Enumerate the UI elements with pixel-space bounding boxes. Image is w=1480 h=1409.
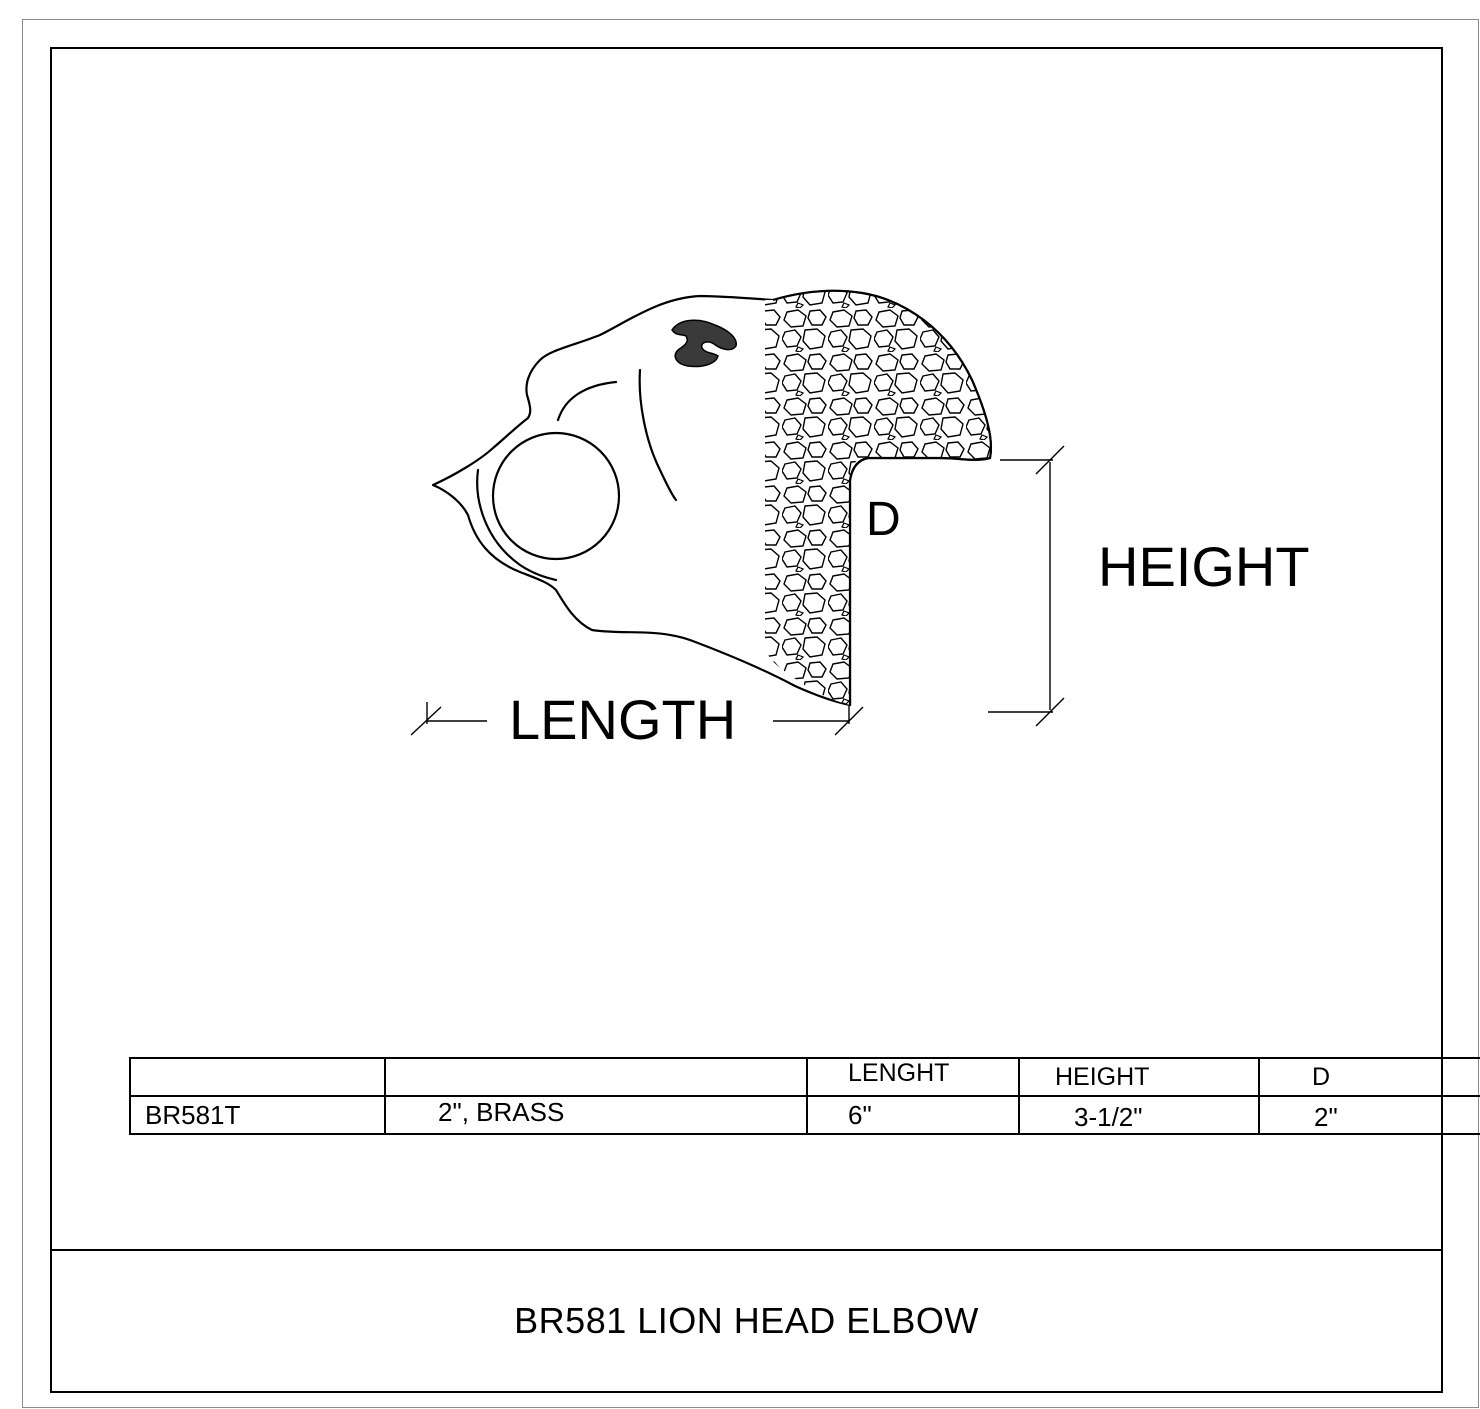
title-block-divider (50, 1249, 1443, 1251)
length-dimension (410, 702, 864, 736)
sheet-inner-border (50, 47, 1443, 1393)
mouth-ball (491, 431, 621, 561)
header-cell-2 (384, 1057, 808, 1097)
sheet-outer-border (22, 19, 1479, 1408)
spec-table-header-row: LENGHT HEIGHT D (129, 1057, 1480, 1097)
cell-description: 2", BRASS (384, 1095, 808, 1135)
cell-length: 6" (806, 1095, 1020, 1135)
eye-icon (671, 319, 737, 368)
d-label: D (866, 493, 901, 546)
cell-height: 3-1/2" (1018, 1095, 1260, 1135)
cell-d: 2" (1258, 1095, 1480, 1135)
drawing-title: BR581 LION HEAD ELBOW (514, 1300, 979, 1341)
mane-outline (772, 289, 993, 705)
header-cell-height: HEIGHT (1018, 1057, 1260, 1097)
height-label: HEIGHT (1098, 535, 1310, 598)
cheek-line (638, 368, 678, 502)
spec-table: LENGHT HEIGHT D BR581T 2", BRASS 6" 3-1/… (129, 1057, 1480, 1135)
cell-part-number: BR581T (129, 1095, 386, 1135)
header-cell-length: LENGHT (806, 1057, 1020, 1097)
spec-table-row: BR581T 2", BRASS 6" 3-1/2" 2" (129, 1095, 1480, 1135)
brow-line (556, 380, 618, 422)
header-cell-1 (129, 1057, 386, 1097)
jaw-line (476, 468, 558, 582)
height-dimension (988, 445, 1065, 727)
length-label: LENGTH (509, 688, 736, 751)
header-cell-d: D (1258, 1057, 1480, 1097)
